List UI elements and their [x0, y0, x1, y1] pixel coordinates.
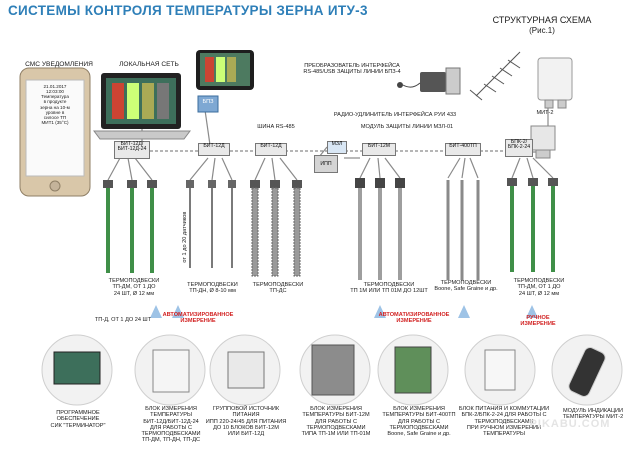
probe-group-1: [103, 180, 157, 273]
node-bit12d-b: БИТ-12Д: [255, 143, 287, 156]
manual-measure-label: РУЧНОЕ ИЗМЕРЕНИЕ: [520, 315, 556, 328]
caption-bit400tp: БЛОК ИЗМЕРЕНИЯ ТЕМПЕРАТУРЫ БИТ-400ТП ДЛЯ…: [382, 406, 456, 437]
lan-label: ЛОКАЛЬНАЯ СЕТЬ: [119, 61, 179, 68]
bottom-photos: [41, 334, 623, 406]
converter-device: [397, 67, 461, 95]
probe-group-2: [186, 180, 236, 268]
smartphone: [19, 67, 91, 197]
caption-group-1: ТЕРМОПОДВЕСКИ ТП-ДМ, ОТ 1 ДО 24 ШТ, Ø 12…: [108, 278, 160, 297]
caption-bit12m: БЛОК ИЗМЕРЕНИЯ ТЕМПЕРАТУРЫ БИТ-12М ДЛЯ Р…: [301, 406, 371, 437]
mit-label: МИТ-2: [536, 110, 554, 116]
probe-group-6: [507, 178, 558, 272]
bpz-label: БПЗ: [202, 99, 214, 105]
radio-antenna: [469, 51, 521, 101]
bpz-box: [197, 95, 219, 113]
page-title: СИСТЕМЫ КОНТРОЛЯ ТЕМПЕРАТУРЫ ЗЕРНА ИТУ-3: [8, 3, 368, 18]
probe-group-4: [355, 178, 405, 280]
node-bit12m: БИТ-12М: [362, 143, 396, 156]
caption-software: ПРОГРАММНОЕ ОБЕСПЕЧЕНИЕ СИК "ТЕРМИНАТОР": [50, 410, 106, 429]
auto-measure-label-2: АВТОМАТИЗИРОВАННОЕ ИЗМЕРЕНИЕ: [378, 312, 450, 325]
caption-bpk2: БЛОК ПИТАНИЯ И КОММУТАЦИИ БПК-2/БПК-2-24…: [458, 406, 550, 437]
node-bit12d-a: БИТ-12Д: [198, 143, 230, 156]
caption-group-5: ТЕРМОПОДВЕСКИ Boone, Safe Graine и др.: [434, 280, 498, 293]
watermark: PIKABU.COM: [529, 418, 611, 430]
node-bit400tp: БИТ-400ТП: [445, 143, 481, 156]
converter-label: ПРЕОБРАЗОВАТЕЛЬ ИНТЕРФЕЙСА RS-485/USB ЗА…: [303, 63, 401, 76]
caption-vertical: от 1 до 20 датчиков: [181, 211, 188, 263]
probe-group-5: [446, 180, 480, 280]
scheme-title: СТРУКТУРНАЯ СХЕМА: [492, 15, 592, 25]
caption-mit2: МОДУЛЬ ИНДИКАЦИИ ТЕМПЕРАТУРЫ МИТ-2: [562, 408, 624, 421]
node-bpk2: БПК-2/ БПК-2-24: [505, 139, 533, 157]
caption-ipp: ГРУППОВОЙ ИСТОЧНИК ПИТАНИЯ ИПП 220-24/45…: [205, 406, 287, 437]
sms-label: СМС УВЕДОМЛЕНИЯ: [25, 61, 93, 68]
laptop: [93, 73, 191, 140]
probe-group-3: [250, 180, 302, 277]
scheme-subtitle: (Рис.1): [529, 26, 555, 35]
caption-group-2: ТЕРМОПОДВЕСКИ ТП-ДН, Ø 8-10 мм: [187, 282, 238, 295]
protect-label: МОДУЛЬ ЗАЩИТЫ ЛИНИИ МЗЛ-01: [360, 124, 454, 130]
tablet: [196, 50, 254, 90]
caption-group-3: ТЕРМОПОДВЕСКИ ТП-ДС: [252, 282, 304, 295]
node-mzl: МЗЛ: [327, 141, 347, 154]
measurement-arrows: [150, 305, 538, 318]
caption-group-1-extra: ТП-Д, ОТ 1 ДО 24 ШТ: [94, 317, 152, 323]
node-bit12d-24: БИТ-12Д/ БИТ-12Д-24: [114, 141, 150, 159]
radio-label: РАДИО-УДЛИНИТЕЛЬ ИНТЕРФЕЙСА РУИ 433: [333, 112, 457, 118]
caption-bit12d: БЛОК ИЗМЕРЕНИЯ ТЕМПЕРАТУРЫ БИТ-12Д/БИТ-1…: [141, 406, 201, 444]
sms-message: 21.01.2017 12:03:00 Температура в продук…: [40, 84, 70, 125]
caption-group-6: ТЕРМОПОДВЕСКИ ТП-ДМ, ОТ 1 ДО 24 ШТ, Ø 12…: [513, 278, 565, 297]
mit2-device: [530, 125, 556, 159]
auto-measure-label-1: АВТОМАТИЗИРОВАННОЕ ИЗМЕРЕНИЕ: [162, 312, 234, 325]
bus-label: ШИНА RS-485: [257, 124, 295, 130]
caption-group-4: ТЕРМОПОДВЕСКИ ТП 1М ИЛИ ТП 01М ДО 12ШТ: [350, 282, 428, 295]
node-ipp: ИПП: [314, 155, 338, 173]
radio-extender: [537, 57, 573, 109]
